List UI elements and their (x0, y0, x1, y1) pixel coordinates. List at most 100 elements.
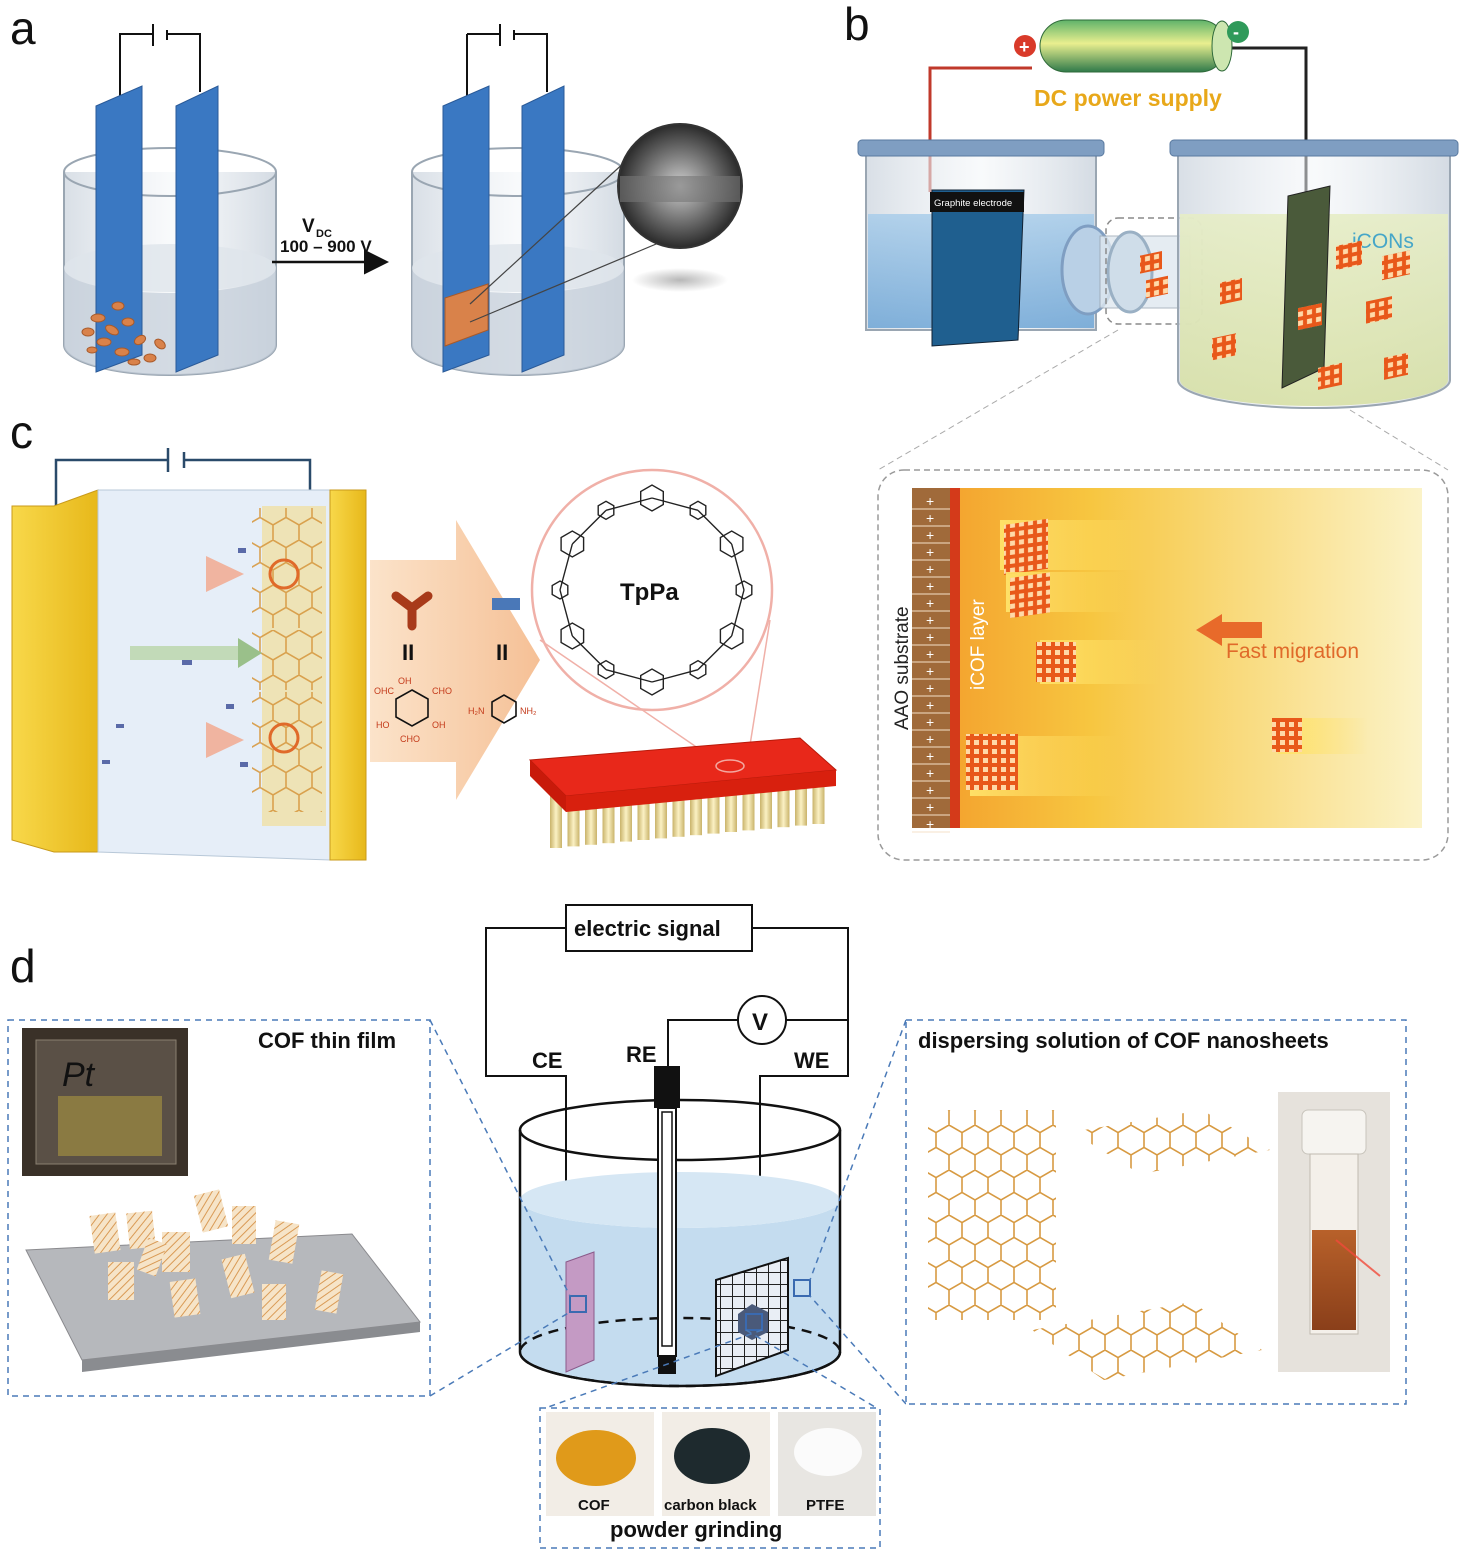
right-cell: iCONs (1140, 139, 1459, 409)
cof-thin-film-label: COF thin film (258, 1028, 396, 1053)
cof-network (252, 508, 322, 812)
electric-signal-label: electric signal (574, 916, 721, 941)
svg-text:-: - (1233, 22, 1239, 42)
beaker-before (63, 24, 277, 376)
panel-b: b + - DC power supply Graphite electrode (844, 0, 1459, 861)
aao-substrate (912, 488, 950, 828)
tppa-ring-hexagon (719, 622, 744, 650)
tppa-membrane (528, 737, 838, 848)
tppa-ring-hexagon (640, 484, 664, 512)
tppa-ring-hexagon (597, 500, 615, 521)
voltmeter (737, 995, 787, 1045)
negative-terminal (1227, 21, 1249, 43)
connector-tube (1060, 217, 1203, 325)
substrate-charges: ++++++++++++++++++++ (912, 493, 950, 833)
tppa-linkage (559, 543, 574, 591)
pa-structure: H₂N NH₂ (468, 694, 537, 724)
powder-carbon-black-label: carbon black (664, 1497, 757, 1514)
substrate-charge: + (926, 782, 934, 798)
svg-text:HO: HO (376, 720, 390, 730)
equals-right: II (496, 640, 508, 665)
nanosheet-tilted-top (1072, 1110, 1270, 1174)
nanosheet-tilted-bottom (1032, 1302, 1262, 1380)
svg-text:CHO: CHO (432, 686, 452, 696)
voltmeter-label: V (752, 1009, 768, 1036)
substrate-charge: + (926, 629, 934, 645)
substrate-charge: + (926, 544, 934, 560)
tp-structure: OH OHC CHO HO OH CHO (374, 676, 452, 744)
tppa-ring-hexagon (597, 659, 615, 680)
tppa-linkage (730, 589, 745, 637)
cof-particles (81, 301, 166, 366)
substrate-charge: + (926, 578, 934, 594)
substrate-charge: + (926, 646, 934, 662)
circuit (485, 904, 849, 1375)
svg-text:CHO: CHO (400, 734, 420, 744)
substrate-charge: + (926, 714, 934, 730)
voltage-arrow: V DC 100 – 900 V (272, 216, 389, 275)
svg-text:OHC: OHC (374, 686, 395, 696)
monomer-fragments (102, 548, 248, 767)
aao-substrate-label: AAO substrate (892, 606, 913, 730)
tp-monomer-icon (391, 591, 433, 631)
substrate-charge: + (926, 493, 934, 509)
reference-electrode-cap (654, 1066, 680, 1108)
migrating-nanosheets (966, 518, 1368, 796)
pa-monomer-icon (492, 598, 520, 610)
equals-left: II (402, 640, 414, 665)
voltage-symbol: V (302, 216, 315, 237)
substrate-charge: + (926, 510, 934, 526)
substrate-charge: + (926, 697, 934, 713)
tppa-linkage (651, 668, 699, 683)
graphite-electrode (931, 189, 1025, 347)
svg-text:H₂N: H₂N (468, 706, 485, 716)
substrate-charge: + (926, 527, 934, 543)
substrate-charge: + (926, 816, 934, 832)
svg-text:+: + (1019, 37, 1030, 57)
gold-electrode-right (329, 489, 367, 861)
tppa-linkage (571, 635, 607, 671)
substrate-charge: + (926, 765, 934, 781)
pt-handwriting: Pt (62, 1056, 96, 1094)
svg-text:NH₂: NH₂ (520, 706, 537, 716)
we-label: WE (794, 1048, 829, 1073)
voltage-range: 100 – 900 V (280, 237, 372, 256)
electrophoresis-cell (11, 489, 367, 861)
icof-layer (950, 488, 960, 828)
substrate-charge: + (926, 595, 934, 611)
icons-label: iCONs (1352, 230, 1414, 253)
substrate-charge: + (926, 612, 934, 628)
panel-c: c (10, 406, 838, 861)
svg-text:OH: OH (432, 720, 446, 730)
cof-flakes (89, 1189, 344, 1320)
panel-a: a V DC 100 (10, 2, 743, 376)
substrate-charge: + (926, 748, 934, 764)
migration-arrow (1196, 614, 1262, 646)
power-supply-label: DC power supply (1034, 85, 1222, 111)
substrate-charge: + (926, 799, 934, 815)
positive-terminal (1014, 35, 1036, 57)
tppa-ring-hexagon (551, 580, 569, 600)
cuvette-photo (1278, 1092, 1390, 1372)
sem-shadow (632, 268, 728, 292)
tppa-ring-hexagon (560, 622, 585, 650)
voltage-subscript: DC (316, 228, 332, 240)
dispersion-label: dispersing solution of COF nanosheets (918, 1028, 1329, 1053)
tppa-linkage (697, 509, 733, 545)
tppa-ring-hexagon (560, 530, 585, 558)
svg-text:OH: OH (398, 676, 412, 686)
tppa-label: TpPa (620, 579, 679, 606)
graphite-electrode-label: Graphite electrode (934, 198, 1012, 209)
powder-grinding-label: powder grinding (610, 1517, 782, 1542)
electrode-left (95, 85, 143, 373)
dc-power-supply: + - DC power supply (1014, 19, 1249, 111)
powder-grinding-box: COF carbon black PTFE powder grinding (539, 1407, 881, 1549)
fast-migration-label: Fast migration (1226, 640, 1359, 663)
re-label: RE (626, 1042, 657, 1067)
reference-electrode (657, 1107, 677, 1357)
cof-thin-film-box: COF thin film Pt (7, 1019, 431, 1397)
tppa-ring-hexagon (689, 659, 707, 680)
substrate-charge: + (926, 663, 934, 679)
tppa-linkage (605, 497, 653, 512)
migration-inset: ++++++++++++++++++++ AAO substrate iCOF … (877, 469, 1449, 861)
